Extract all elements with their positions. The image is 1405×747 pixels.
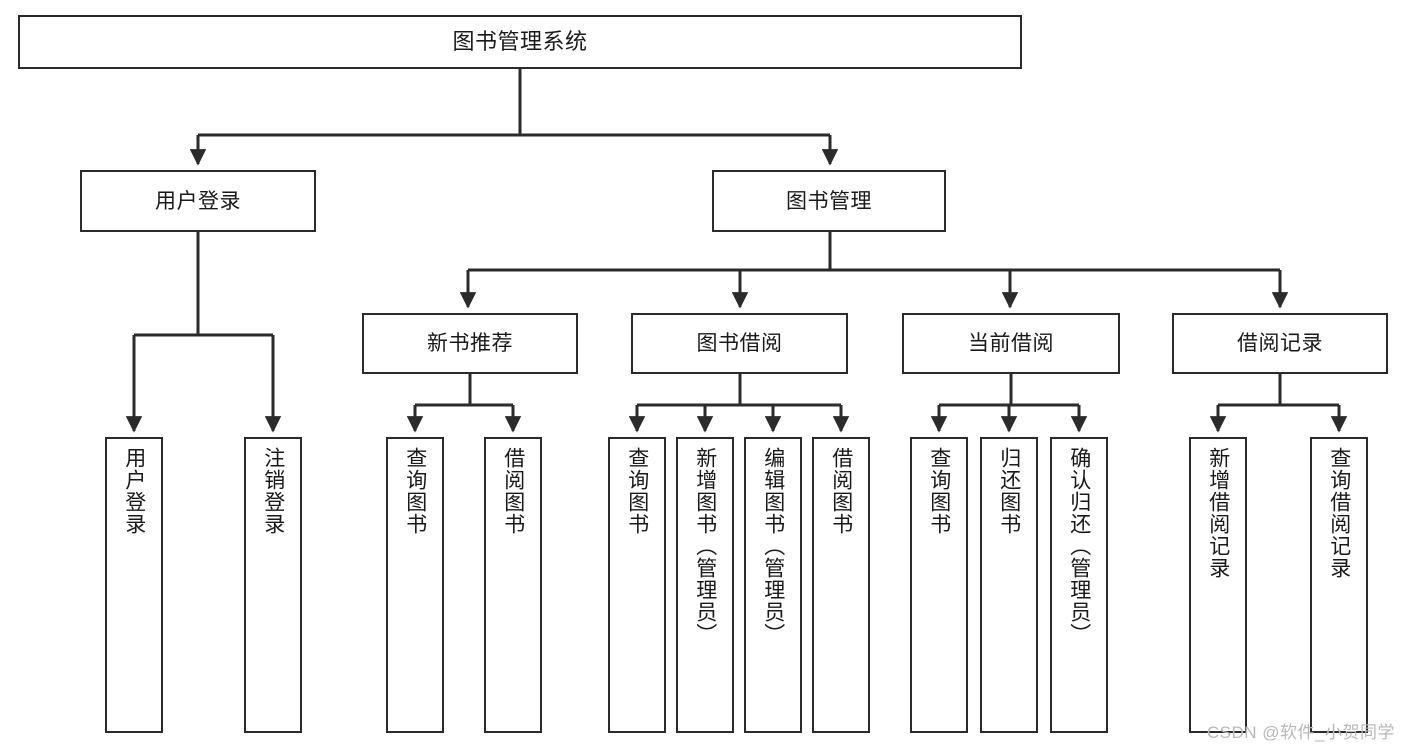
node-current-borrow-label: 当前借阅: [968, 332, 1054, 355]
leaf-return-book[interactable]: 归还图书: [980, 437, 1038, 733]
leaf-query-book-3[interactable]: 查询图书: [910, 437, 968, 733]
node-book-manage-label: 图书管理: [786, 189, 872, 213]
leaf-logout-login-label: 注销登录: [261, 447, 285, 535]
leaf-query-borrow-record-label: 查询借阅记录: [1327, 447, 1351, 579]
node-new-book-recommend-label: 新书推荐: [427, 332, 513, 355]
leaf-query-book-2-label: 查询图书: [625, 447, 649, 535]
leaf-return-book-label: 归还图书: [997, 447, 1021, 535]
leaf-user-login-label: 用户登录: [122, 447, 146, 535]
node-new-book-recommend[interactable]: 新书推荐: [362, 313, 578, 374]
leaf-add-book-admin-label: 新增图书（管理员）: [693, 447, 717, 645]
leaf-add-borrow-record-label: 新增借阅记录: [1206, 447, 1230, 579]
leaf-borrow-book-1[interactable]: 借阅图书: [484, 437, 542, 733]
leaf-confirm-return-admin[interactable]: 确认归还（管理员）: [1050, 437, 1108, 733]
node-book-borrow-label: 图书借阅: [696, 332, 783, 355]
node-root-label: 图书管理系统: [452, 29, 588, 54]
node-current-borrow[interactable]: 当前借阅: [902, 313, 1120, 374]
leaf-query-book-3-label: 查询图书: [927, 447, 951, 535]
leaf-logout-login[interactable]: 注销登录: [244, 437, 302, 733]
node-book-manage[interactable]: 图书管理: [712, 170, 946, 232]
leaf-borrow-book-1-label: 借阅图书: [501, 447, 525, 535]
leaf-query-book-1[interactable]: 查询图书: [386, 437, 444, 733]
node-book-borrow[interactable]: 图书借阅: [631, 313, 848, 374]
node-borrow-record[interactable]: 借阅记录: [1172, 313, 1388, 374]
leaf-borrow-book-2[interactable]: 借阅图书: [812, 437, 870, 733]
csdn-watermark: CSDN @软件_小贺同学: [1206, 723, 1395, 742]
leaf-user-login[interactable]: 用户登录: [105, 437, 163, 733]
leaf-query-borrow-record[interactable]: 查询借阅记录: [1310, 437, 1368, 733]
node-borrow-record-label: 借阅记录: [1237, 332, 1323, 355]
leaf-edit-book-admin[interactable]: 编辑图书（管理员）: [744, 437, 802, 733]
node-user-login[interactable]: 用户登录: [80, 170, 316, 232]
leaf-borrow-book-2-label: 借阅图书: [829, 447, 853, 535]
node-user-login-label: 用户登录: [155, 189, 241, 213]
leaf-add-borrow-record[interactable]: 新增借阅记录: [1189, 437, 1247, 733]
leaf-add-book-admin[interactable]: 新增图书（管理员）: [676, 437, 734, 733]
leaf-confirm-return-admin-label: 确认归还（管理员）: [1067, 447, 1091, 645]
node-root-system[interactable]: 图书管理系统: [18, 15, 1022, 69]
leaf-query-book-1-label: 查询图书: [403, 447, 427, 535]
leaf-query-book-2[interactable]: 查询图书: [608, 437, 666, 733]
leaf-edit-book-admin-label: 编辑图书（管理员）: [761, 447, 785, 645]
